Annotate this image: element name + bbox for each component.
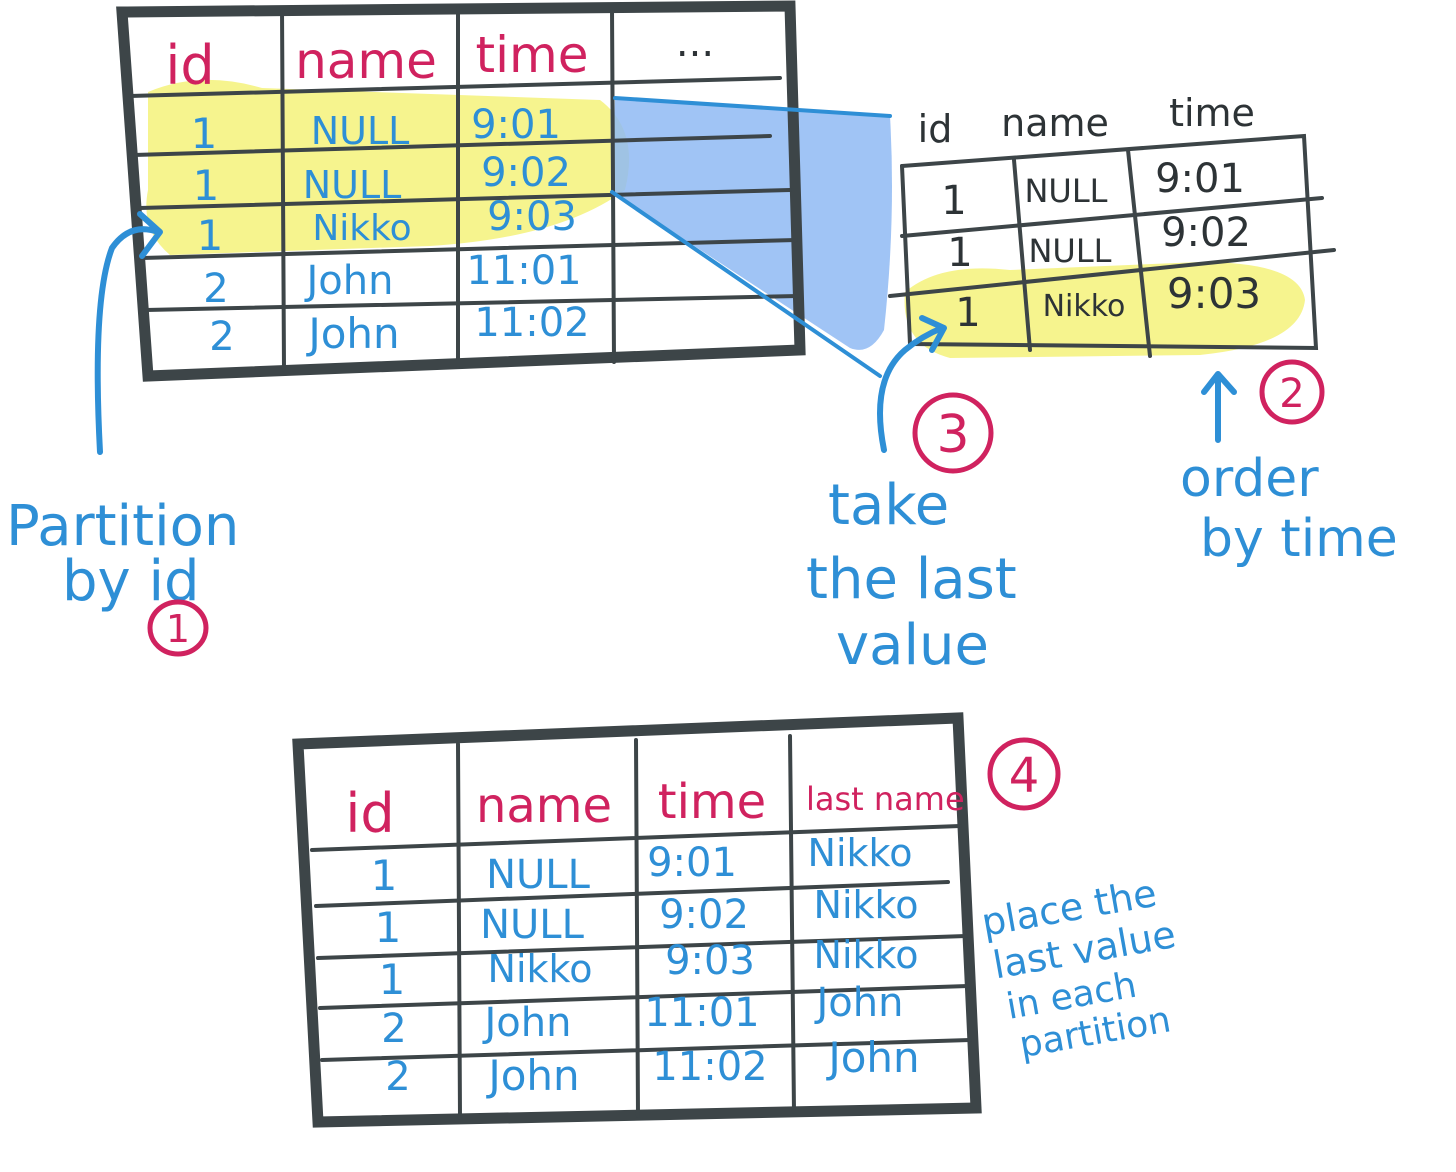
annotation-order-by-time: 2 order by time	[1180, 359, 1398, 569]
result-cell-r0-last: Nikko	[808, 831, 913, 875]
partition-cell-r2-name: Nikko	[1043, 289, 1126, 324]
result-cell-r2-name: Nikko	[488, 947, 593, 991]
connector-top-line	[613, 96, 892, 118]
result-cell-r0-time: 9:01	[647, 840, 737, 886]
result-header-id: id	[345, 782, 394, 845]
step3-text-line2: the last	[806, 547, 1017, 612]
step3-number: 3	[936, 405, 969, 465]
source-cell-r2-id: 1	[197, 211, 224, 260]
result-cell-r0-name: NULL	[486, 852, 590, 898]
result-cell-r4-id: 2	[385, 1054, 410, 1100]
result-table-border	[292, 712, 982, 1128]
partition-cell-r1-time: 9:02	[1161, 210, 1251, 256]
result-cell-r4-last: John	[825, 1033, 919, 1082]
partition-arrow-icon	[94, 211, 163, 455]
source-cell-r3-id: 2	[203, 266, 228, 312]
source-cell-r1-name: NULL	[303, 163, 402, 207]
result-cell-r4-time: 11:02	[652, 1044, 767, 1090]
annotation-take-last-value: 3 take the last value	[806, 315, 1017, 678]
source-cell-r3-name: John	[304, 258, 394, 304]
step4-circle	[987, 737, 1061, 811]
result-table: id name time last name 1 NULL 9:01 Nikko…	[292, 712, 982, 1128]
partition-table-border	[900, 133, 1319, 351]
step2-text-line2: by time	[1200, 509, 1398, 569]
result-header-last-name: last name	[806, 780, 965, 818]
source-header-more: ...	[676, 20, 714, 66]
result-cell-r2-id: 1	[379, 955, 406, 1004]
annotation-place-last-value: 4 place the last value in each partition	[978, 737, 1179, 1066]
partition-header-name: name	[1001, 101, 1109, 145]
source-cell-r1-time: 9:02	[481, 150, 571, 196]
source-cell-r0-id: 1	[191, 109, 218, 158]
step3-text-line1: take	[828, 473, 949, 538]
step2-number: 2	[1279, 371, 1304, 417]
order-arrow-icon	[1201, 371, 1237, 443]
partition-cell-r0-name: NULL	[1024, 172, 1107, 210]
partition-cell-r1-id: 1	[947, 230, 972, 276]
result-cell-r1-name: NULL	[480, 902, 584, 948]
source-cell-r2-name: Nikko	[312, 208, 411, 249]
result-cell-r1-last: Nikko	[814, 883, 919, 927]
source-cell-r3-time: 11:01	[466, 248, 581, 294]
result-cell-r3-name: John	[482, 1000, 572, 1046]
source-cell-r0-name: NULL	[311, 109, 410, 153]
annotation-partition-by-id: Partition by id 1	[6, 211, 239, 657]
source-cell-r4-time: 11:02	[474, 300, 589, 346]
partition-table: id name time 1 NULL 9:01 1 NULL 9:02 1 N…	[888, 91, 1336, 358]
source-header-id: id	[165, 34, 214, 97]
step2-circle	[1259, 359, 1325, 425]
result-cell-r3-last: John	[814, 980, 904, 1026]
step4-number: 4	[1009, 748, 1040, 804]
step1-number: 1	[166, 607, 190, 651]
source-header-time: time	[476, 26, 589, 84]
partition-cell-r1-name: NULL	[1028, 232, 1111, 270]
source-header-name: name	[295, 32, 437, 90]
source-cell-r2-time: 9:03	[487, 194, 577, 240]
step1-circle	[147, 599, 209, 657]
partition-header-time: time	[1169, 91, 1255, 135]
source-cell-r1-id: 1	[193, 161, 220, 210]
step1-text-line1: Partition	[6, 494, 239, 559]
result-header-name: name	[476, 778, 612, 834]
step3-text-line3: value	[836, 613, 989, 678]
partition-highlight	[146, 79, 630, 256]
partition-cell-r2-time: 9:03	[1167, 269, 1261, 318]
result-cell-r1-time: 9:02	[659, 892, 749, 938]
result-cell-r3-id: 2	[381, 1006, 406, 1052]
step3-circle	[912, 392, 994, 474]
partition-cell-r2-id: 1	[955, 290, 980, 336]
source-cell-r4-name: John	[305, 309, 399, 358]
source-cell-r0-time: 9:01	[471, 102, 561, 148]
partition-cell-r0-time: 9:01	[1155, 156, 1245, 202]
partition-header-id: id	[918, 107, 953, 151]
connector-bottom-line	[610, 190, 882, 378]
result-header-time: time	[658, 774, 766, 830]
step2-text-line1: order	[1180, 449, 1319, 509]
result-cell-r2-time: 9:03	[665, 938, 755, 984]
result-cell-r1-id: 1	[375, 903, 402, 952]
result-cell-r0-id: 1	[371, 851, 398, 900]
result-cell-r4-name: John	[485, 1051, 579, 1100]
take-arrow-icon	[877, 315, 947, 453]
result-cell-r2-last: Nikko	[814, 933, 919, 977]
result-cell-r3-time: 11:01	[644, 990, 759, 1036]
partition-cell-r0-id: 1	[941, 178, 966, 224]
selection-wedge	[612, 98, 892, 350]
source-cell-r4-id: 2	[209, 314, 234, 360]
